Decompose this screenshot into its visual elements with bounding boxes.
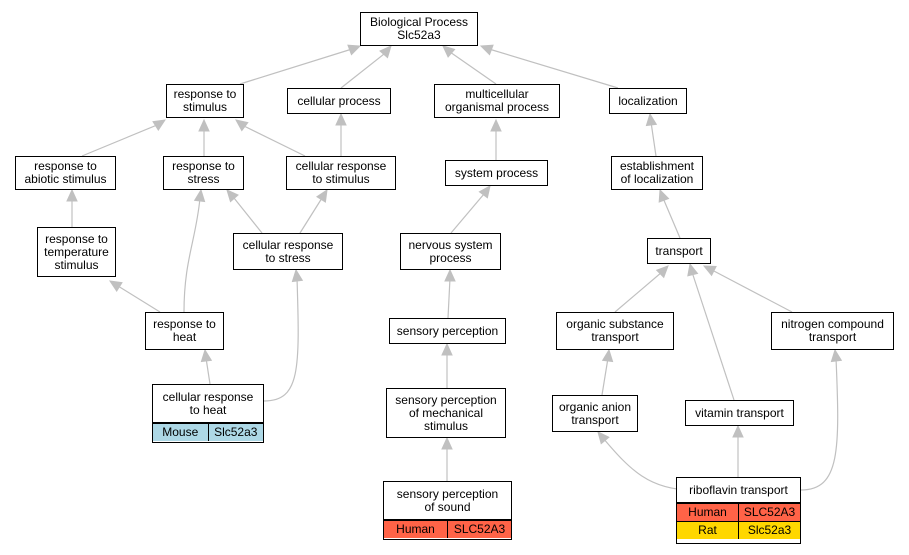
edge-arrowhead [108, 280, 123, 292]
node-vitamin-transport[interactable]: vitamin transport [685, 400, 794, 426]
gene-node-title: cellular response to heat [153, 385, 263, 423]
node-riboflavin-transport[interactable]: riboflavin transport Human SLC52A3 Rat S… [676, 477, 801, 544]
edge-line [183, 197, 201, 313]
node-response-to-stress[interactable]: response to stress [163, 156, 244, 190]
edge-line [205, 357, 211, 385]
gene-symbol: SLC52A3 [738, 504, 800, 521]
gene-symbol: Slc52a3 [207, 424, 264, 441]
edge-arrowhead [200, 348, 213, 363]
edge-arrowhead [198, 118, 210, 132]
node-cellular-response-to-heat[interactable]: cellular response to heat Mouse Slc52a3 [152, 384, 264, 443]
species-row-human: Human SLC52A3 [384, 520, 511, 538]
node-response-to-abiotic-stimulus[interactable]: response to abiotic stimulus [15, 156, 116, 190]
edge-line [243, 125, 306, 157]
edge-arrowhead [478, 185, 491, 199]
edge-arrowhead [441, 342, 453, 356]
edge-line [614, 271, 663, 313]
edge-arrowhead [687, 262, 699, 277]
node-nervous-system-process[interactable]: nervous system process [400, 233, 501, 270]
edge-line [340, 53, 385, 89]
node-biological-process[interactable]: Biological Process Slc52a3 [360, 12, 478, 46]
edge-arrowhead [658, 188, 670, 203]
node-establishment-of-localization[interactable]: establishment of localization [611, 156, 703, 190]
edge-line [239, 48, 353, 85]
edge-line [662, 197, 681, 239]
edge-arrowhead [291, 268, 304, 283]
species-label: Human [688, 505, 727, 519]
edge-line [117, 285, 161, 313]
node-transport[interactable]: transport [647, 238, 711, 264]
edge-line [449, 51, 497, 85]
edge-arrowhead [235, 119, 249, 132]
edge-arrowhead [597, 431, 610, 445]
node-sensory-perception-of-mechanical-stimulus[interactable]: sensory perception of mechanical stimulu… [386, 388, 506, 438]
gene-symbol: Slc52a3 [738, 522, 800, 539]
node-cellular-response-to-stimulus[interactable]: cellular response to stimulus [286, 156, 396, 190]
edge-arrowhead [830, 348, 843, 363]
edge-arrowhead [645, 112, 658, 127]
edge-line [711, 269, 793, 313]
edge-arrowhead [441, 436, 453, 450]
node-nitrogen-compound-transport[interactable]: nitrogen compound transport [771, 312, 894, 350]
node-multicellular-organismal-process[interactable]: multicellular organismal process [434, 84, 560, 118]
species-row-human: Human SLC52A3 [677, 503, 800, 521]
node-response-to-stimulus[interactable]: response to stimulus [166, 84, 244, 118]
node-localization[interactable]: localization [609, 88, 687, 114]
node-cellular-process[interactable]: cellular process [287, 88, 391, 114]
edge-line [299, 197, 323, 234]
node-organic-anion-transport[interactable]: organic anion transport [552, 395, 638, 432]
edge-arrowhead [655, 265, 669, 279]
edge-line [691, 271, 735, 401]
edge-arrowhead [490, 118, 502, 132]
species-label: Rat [698, 523, 717, 537]
edge-arrowhead [226, 189, 239, 203]
node-response-to-heat[interactable]: response to heat [145, 312, 224, 350]
edge-line [650, 121, 657, 157]
edge-line [601, 357, 609, 396]
node-sensory-perception[interactable]: sensory perception [389, 318, 506, 344]
node-system-process[interactable]: system process [445, 160, 548, 186]
node-response-to-temperature-stimulus[interactable]: response to temperature stimulus [37, 227, 116, 277]
edge-line [81, 124, 158, 157]
edge-arrowhead [601, 348, 614, 363]
edge-line [233, 197, 263, 234]
edge-line [800, 357, 839, 491]
edge-line [450, 193, 485, 234]
edge-arrowhead [316, 188, 328, 203]
edge-arrowhead [193, 188, 206, 203]
edge-arrowhead [702, 265, 717, 277]
edge-line [488, 48, 619, 89]
species-row-rat: Rat Slc52a3 [677, 521, 800, 539]
edge-arrowhead [335, 112, 347, 126]
edge-arrowhead [379, 45, 392, 59]
edge-line [263, 277, 299, 402]
edge-arrowhead [347, 44, 362, 56]
edge-arrowhead [479, 44, 494, 56]
species-label: Human [396, 522, 435, 536]
gene-node-title: sensory perception of sound [384, 482, 511, 520]
node-cellular-response-to-stress[interactable]: cellular response to stress [233, 233, 343, 270]
species-label: Mouse [162, 425, 199, 439]
edge-arrowhead [444, 268, 456, 282]
edge-arrowhead [732, 424, 744, 438]
gene-node-title: riboflavin transport [677, 478, 800, 503]
edge-arrowhead [152, 119, 167, 131]
node-organic-substance-transport[interactable]: organic substance transport [556, 312, 674, 350]
edge-arrowhead [442, 45, 456, 58]
edge-line [447, 277, 451, 319]
node-sensory-perception-of-sound[interactable]: sensory perception of sound Human SLC52A… [383, 481, 512, 540]
edge-arrowhead [66, 188, 78, 202]
species-row-mouse: Mouse Slc52a3 [153, 423, 263, 441]
gene-symbol: SLC52A3 [447, 521, 511, 538]
